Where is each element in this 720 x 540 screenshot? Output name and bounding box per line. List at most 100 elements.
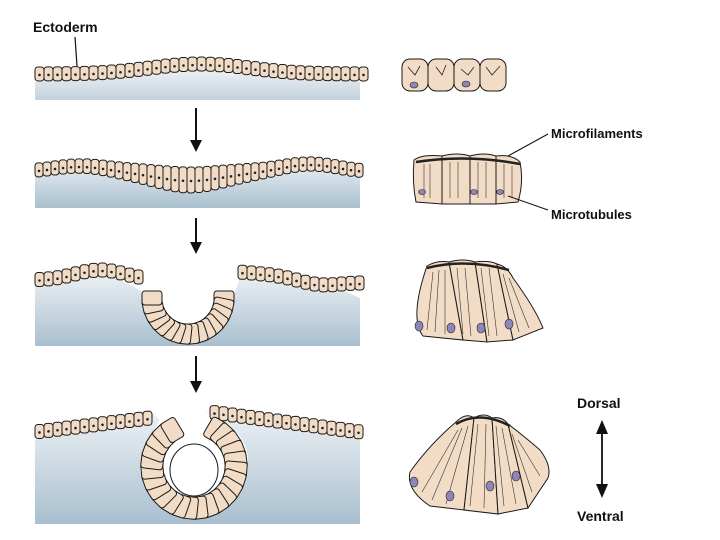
stage-3-neural-groove [34,262,365,346]
cell-nucleus [83,73,86,76]
cell-nucleus [357,431,360,435]
cell-nucleus [77,165,81,169]
cell-nucleus [221,176,225,179]
cell-nucleus [110,422,113,425]
cell-nucleus [128,70,131,73]
cell-nucleus [295,279,298,283]
cell-nucleus [101,167,105,171]
cell-detail-4-fanned-wedge [408,414,550,515]
cell-nucleus [301,163,305,167]
cell-nucleus [245,172,249,176]
cell-nucleus [125,171,129,174]
cell-nucleus [38,431,41,434]
cell-nucleus [254,68,257,71]
cell-nucleus [56,277,59,281]
cell-nucleus [317,73,320,76]
dorsal-ventral-arrow [596,420,608,498]
cell-nucleus [128,274,131,278]
cell-nucleus [263,69,266,73]
cell-nucleus [294,423,297,426]
cell-nucleus [137,419,140,422]
stage-3-cell-row [34,262,365,345]
microfilaments-leader-line [507,133,549,157]
cell-nucleus [231,414,234,418]
cell-nucleus [173,64,176,68]
cell-nucleus [209,63,212,67]
cell-nucleus [56,73,59,77]
cell-nucleus [65,427,68,431]
cell-nucleus [353,73,356,77]
cell-nucleus [92,72,95,76]
cell-nucleus [110,71,113,75]
stage-4-tube-cells [140,416,248,520]
cell-nucleus [331,284,334,288]
cell-nucleus [128,420,131,423]
cell-nucleus [348,430,351,433]
cell-nucleus [333,166,337,169]
cell-nucleus [245,67,248,70]
cell-nucleus [349,168,353,172]
cell-nucleus [137,276,140,280]
cell-nucleus [222,413,225,417]
cell-nucleus [213,177,217,181]
cell-nucleus [237,173,241,177]
cell-nucleus [253,171,257,175]
cell-nucleus [141,173,145,177]
cell-nucleus [308,72,311,76]
cell-nucleus [149,175,153,178]
cell-nucleus [213,412,216,415]
cell-nucleus [290,71,293,75]
cell-nucleus [119,421,122,424]
stage-3-mesoderm-bg [35,272,360,346]
microtubules-leader-line [507,195,549,211]
cell-nucleus [358,282,361,286]
cell-nucleus [165,177,169,181]
cell-nucleus [277,167,281,171]
tube-cell [160,417,185,443]
cell-nucleus [293,164,297,168]
cell-nucleus [250,272,253,276]
cell-nucleus [53,167,57,171]
cell-nucleus [85,165,89,169]
cell-nucleus [349,283,352,286]
cell-nucleus [164,65,167,69]
ventral-label: Ventral [577,508,624,524]
cell-nucleus [189,179,193,183]
cell-nucleus [47,278,50,282]
stage-4-neural-tube [34,405,364,524]
cell-nucleus [357,169,361,173]
cell-nucleus [119,70,122,74]
cell-nucleus [137,69,140,72]
microtubules-label: Microtubules [551,207,632,222]
cell-nucleus [83,425,86,429]
cell-nucleus [285,166,289,169]
stage-1-flat-ectoderm [34,56,369,100]
cell-nucleus [241,271,244,275]
cell-nucleus [229,175,233,178]
cell-nucleus [146,418,149,421]
cell-nucleus [74,73,77,76]
cell-nucleus [276,420,279,424]
cell-nucleus [344,73,347,77]
neural-tube-lumen [169,443,219,497]
cell-nucleus [258,418,261,421]
cell-nucleus [309,163,313,167]
cell-nucleus [146,68,149,71]
groove-cell [141,290,163,306]
cell-nucleus [93,166,97,170]
cell-nucleus [321,426,324,430]
cell-nucleus [45,168,49,172]
cell-nucleus [155,66,158,70]
cell-nucleus [362,73,365,77]
cell-nucleus [157,176,161,180]
cell-nucleus [277,275,280,279]
cell-detail-1-cuboidal [401,58,507,92]
cell-nucleus [92,270,95,273]
cell-nucleus [259,273,262,277]
ectoderm-leader-line [74,36,78,67]
cell-nucleus [303,424,306,427]
cell-nucleus [313,283,316,287]
cell-nucleus [285,421,288,425]
cell-nucleus [101,269,104,273]
cell-nucleus [83,271,86,275]
